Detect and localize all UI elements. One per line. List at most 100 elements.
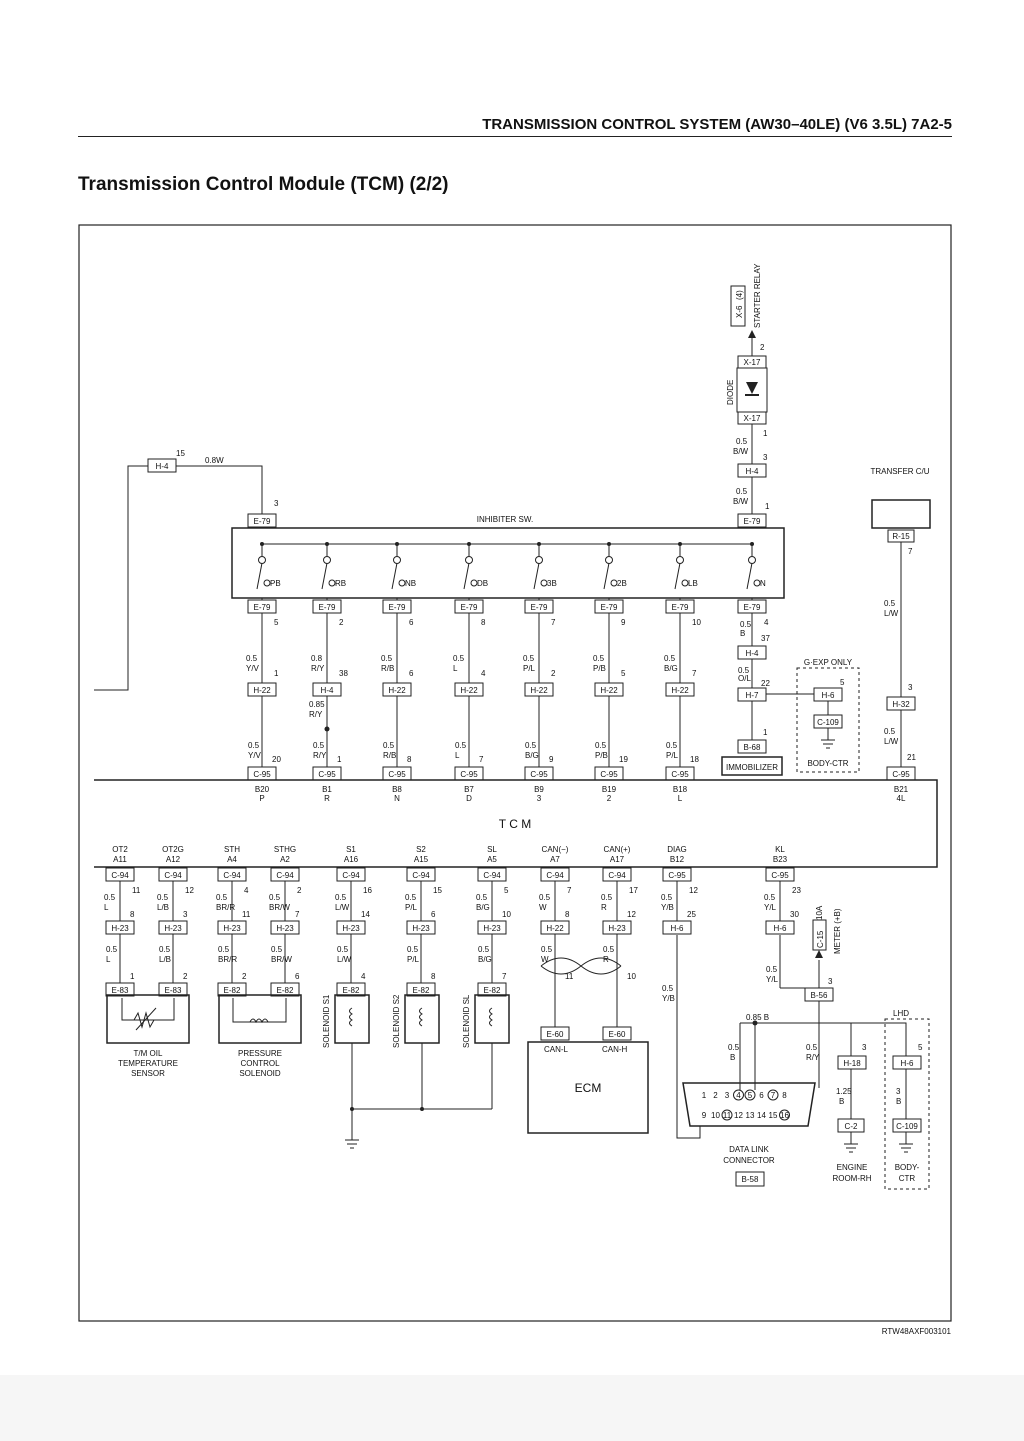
- svg-text:B: B: [730, 1053, 735, 1062]
- connector-label: E-79: [672, 603, 689, 612]
- tcm-function: 3: [537, 794, 542, 803]
- wire-size: 0.5: [455, 741, 467, 750]
- pin-label: 2: [297, 886, 302, 895]
- dlc-pin-used: [779, 1109, 790, 1121]
- wire-size: 0.5: [603, 945, 615, 954]
- connector-box: [270, 982, 300, 997]
- svg-text:Y/L: Y/L: [766, 975, 779, 984]
- connector-label: H-23: [276, 924, 294, 933]
- svg-text:1: 1: [765, 502, 770, 511]
- wire-size: 0.5: [407, 945, 419, 954]
- tcm-pin: A12: [166, 855, 181, 864]
- inhibiter-blade: [321, 562, 328, 590]
- starter-diode-chain: X-6 (4) STARTER RELAY 2 X-17 DIODE X-17 …: [726, 263, 770, 528]
- svg-text:0.5: 0.5: [736, 487, 748, 496]
- pin-label: 5: [274, 618, 279, 627]
- wire-size: 0.5: [337, 945, 349, 954]
- immobilizer-chain: 0.5 B 37 H-4 0.5 O/L 22 H-7 1 B-68 IMMOB…: [721, 613, 860, 776]
- pin-label: 15: [433, 886, 442, 895]
- connector-label: H-22: [671, 686, 689, 695]
- svg-text:ECM: ECM: [575, 1081, 602, 1095]
- pin-label: 8: [130, 910, 135, 919]
- diode-label: DIODE: [726, 380, 735, 405]
- pin-label: 12: [185, 886, 194, 895]
- wire-size: 0.5: [539, 893, 551, 902]
- immobilizer-label: IMMOBILIZER: [726, 763, 778, 772]
- connector-label: C-95: [771, 871, 789, 880]
- connector-label: C-95: [460, 770, 478, 779]
- tcm-function: S2: [416, 845, 426, 854]
- svg-text:STARTER RELAY: STARTER RELAY: [753, 263, 762, 328]
- tcm-function: STHG: [274, 845, 296, 854]
- svg-text:X-17: X-17: [744, 358, 761, 367]
- wire-color: L: [453, 664, 458, 673]
- connector-label: C-95: [388, 770, 406, 779]
- svg-text:21: 21: [907, 753, 916, 762]
- svg-text:G·EXP ONLY: G·EXP ONLY: [804, 658, 853, 667]
- svg-text:1: 1: [763, 429, 768, 438]
- svg-text:H-18: H-18: [843, 1059, 861, 1068]
- svg-text:C-109: C-109: [896, 1122, 918, 1131]
- connector-label: H-6: [671, 924, 684, 933]
- wire-color: P/B: [595, 751, 608, 760]
- pin-label: 8: [431, 972, 436, 981]
- connector-label: E-60: [547, 1030, 564, 1039]
- svg-text:CAN-L: CAN-L: [544, 1045, 569, 1054]
- dlc-pin-used: [744, 1089, 756, 1101]
- tcm-pin: B23: [773, 855, 788, 864]
- svg-text:0.5: 0.5: [806, 1043, 818, 1052]
- pin-label: 11: [132, 886, 141, 895]
- svg-text:0.5: 0.5: [766, 965, 778, 974]
- tcm-function: D: [466, 794, 472, 803]
- svg-text:3: 3: [274, 499, 279, 508]
- inhibiter-position-label: 2B: [617, 579, 627, 588]
- pin-label: 7: [502, 972, 507, 981]
- svg-text:X-6: X-6: [735, 305, 744, 318]
- dlc-pin-top: 1: [702, 1091, 707, 1100]
- wire-size: 0.5: [476, 893, 488, 902]
- svg-text:0.85 B: 0.85 B: [746, 1013, 769, 1022]
- inhibiter-position-label: PB: [270, 579, 281, 588]
- inhibiter-contact-top: [535, 556, 543, 564]
- wire-size: 0.5: [271, 945, 283, 954]
- dlc-pin-bottom: 11: [723, 1111, 732, 1120]
- connector-box: [105, 982, 135, 997]
- wire-color: Y/B: [661, 903, 674, 912]
- connector-label: E-82: [343, 986, 360, 995]
- inhibiter-contact-top: [676, 556, 684, 564]
- tcm-pin: A17: [610, 855, 625, 864]
- tcm-pin: B8: [392, 785, 402, 794]
- svg-text:H-4: H-4: [746, 467, 759, 476]
- connector-label: E-83: [112, 986, 129, 995]
- connector-label: E-82: [484, 986, 501, 995]
- wire-size: 0.5: [269, 893, 281, 902]
- inhibiter-contact-bottom: [610, 579, 618, 587]
- wire-size: 0.5: [661, 893, 673, 902]
- pin-label: 4: [481, 669, 486, 678]
- svg-text:T/M OIL: T/M OIL: [134, 1049, 163, 1058]
- wire-color: B/G: [664, 664, 678, 673]
- pin-label: 12: [689, 886, 698, 895]
- shift-solenoids: SOLENOID S1 SOLENOID S2 SOLENOID SL: [322, 994, 510, 1149]
- wire-color: P/B: [593, 664, 606, 673]
- svg-text:H-4: H-4: [746, 649, 759, 658]
- pin-label: 16: [363, 886, 372, 895]
- pin-label: 14: [361, 910, 370, 919]
- connector-label: H-22: [600, 686, 618, 695]
- pin-label: 7: [567, 886, 572, 895]
- wire-color: R/Y: [313, 751, 327, 760]
- wire-color: P/L: [405, 903, 418, 912]
- wire-color: B/G: [476, 903, 490, 912]
- connector-label: E-83: [165, 986, 182, 995]
- pin-label: 9: [621, 618, 626, 627]
- inhibiter-blade: [603, 562, 610, 590]
- svg-text:C-109: C-109: [817, 718, 839, 727]
- pin-label: 7: [479, 755, 484, 764]
- wire-size: 0.5: [593, 654, 605, 663]
- svg-text:B21: B21: [894, 785, 909, 794]
- svg-text:4L: 4L: [897, 794, 906, 803]
- inhibiter-contact-top: [605, 556, 613, 564]
- tcm-function: P: [259, 794, 264, 803]
